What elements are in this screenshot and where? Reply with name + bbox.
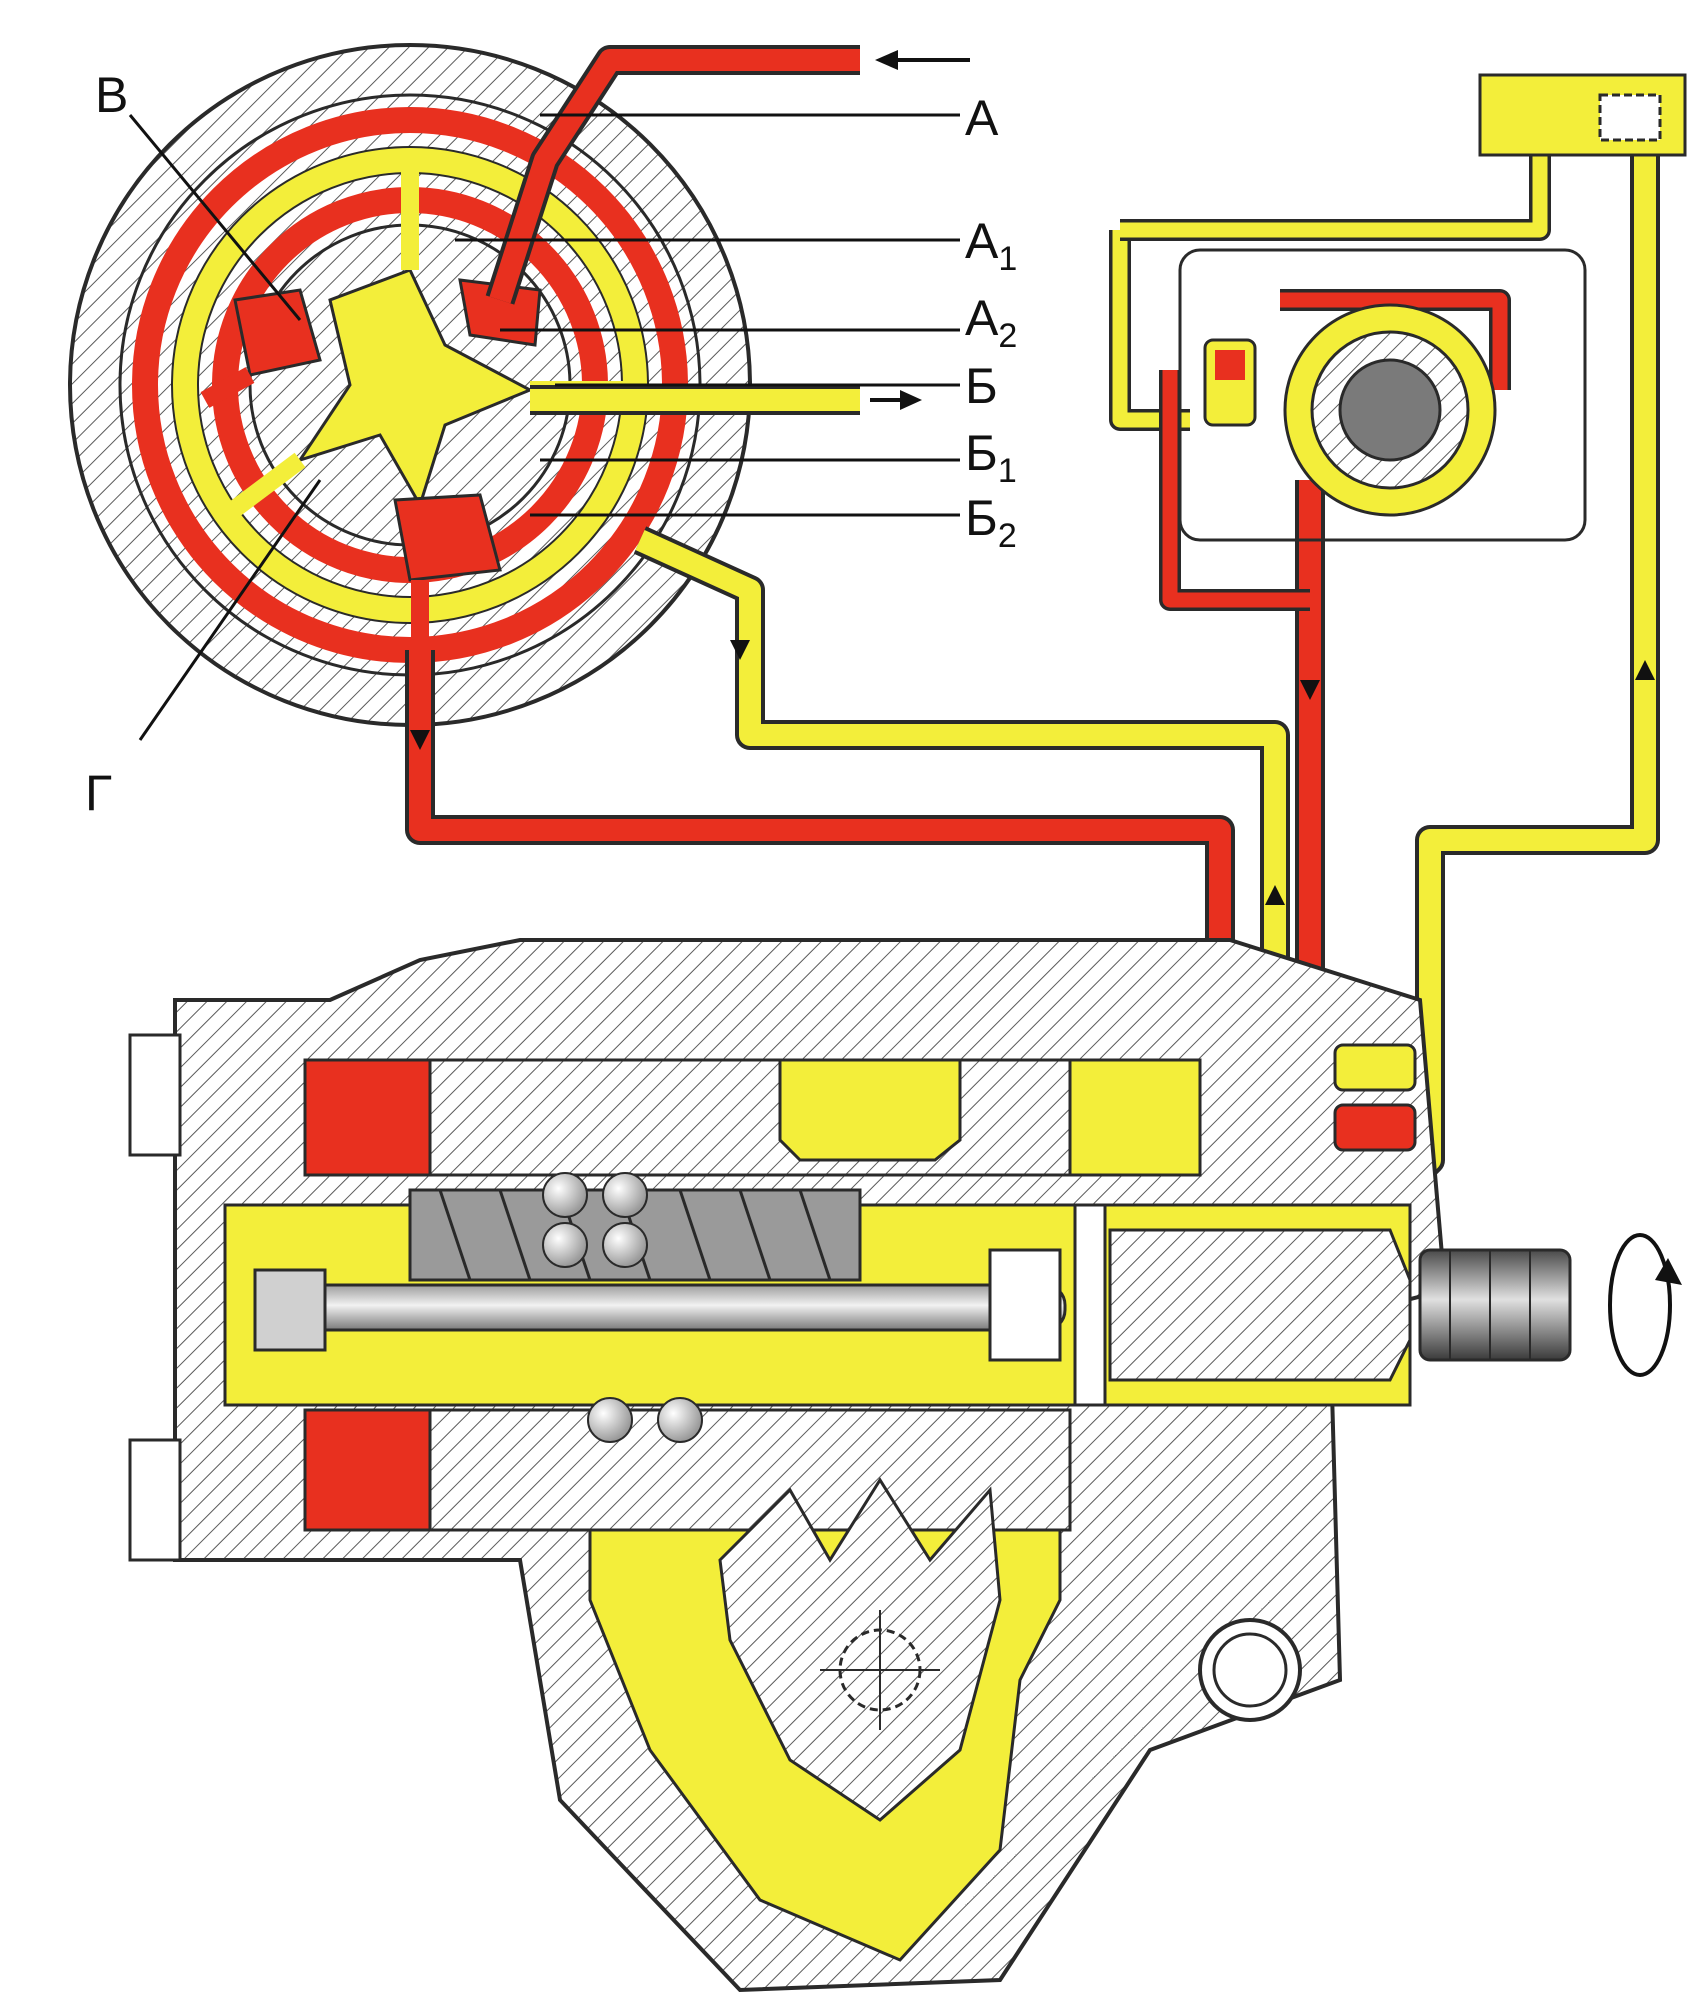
label-b1: Б1 [965,425,1017,490]
input-shaft-coupling [1418,1248,1572,1362]
steering-gear [128,938,1682,1993]
callout-labels: А А1 А2 Б Б1 Б2 В Г [85,67,1017,821]
label-a2: А2 [965,290,1017,355]
sector-gear [718,1477,1002,1822]
label-a: А [965,90,999,146]
label-v: В [95,67,128,123]
leader-lines [128,113,960,741]
label-a1: А1 [965,213,1017,278]
arrow-right-icon [870,390,922,410]
label-b2: Б2 [965,490,1017,555]
control-valve-block [1178,73,1687,542]
cylinder-upper-chamber [303,1058,432,1177]
pump-chamber-bottom [393,493,502,582]
valve-outline [1178,248,1587,542]
label-g: Г [85,765,112,821]
recirculating-balls [542,1172,703,1443]
arrow-left-icon [875,50,970,70]
rotation-arrow-icon [1608,1233,1682,1377]
valve-rotor-hub [1338,358,1442,462]
flow-arrows [410,640,1655,905]
pump-rotor-star [296,268,534,509]
cylinder-lower-chamber [303,1408,432,1532]
label-b: Б [965,358,998,414]
torsion-bar [273,1283,1067,1332]
vane-pump [68,43,970,727]
